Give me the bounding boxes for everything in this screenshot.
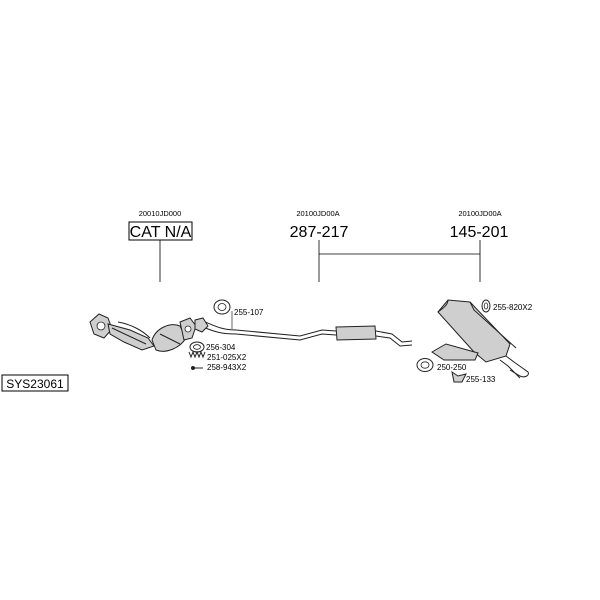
system-code-box <box>1 374 69 392</box>
oem-number-2: 20100JD00A <box>296 209 339 218</box>
part-label-rear-gasket: 250-250 <box>437 363 467 372</box>
part-number-cat[interactable]: CAT N/A <box>130 224 192 241</box>
oem-number-3: 20100JD00A <box>458 209 501 218</box>
part-number-middle[interactable]: 287-217 <box>290 224 349 241</box>
part-label-bolts: 258-943X2 <box>207 363 247 372</box>
part-label-front-gasket: 255-107 <box>234 308 264 317</box>
part-number-rear[interactable]: 145-201 <box>450 224 509 241</box>
front-gasket-icon[interactable] <box>213 299 231 315</box>
oem-number-1: 20010JD000 <box>139 209 182 218</box>
part-label-springs: 251-025X2 <box>207 353 247 362</box>
rear-gasket-icon[interactable] <box>416 358 434 372</box>
middle-pipe-icon[interactable] <box>194 317 413 347</box>
gasket-ring-icon[interactable] <box>189 341 205 353</box>
catalytic-converter-icon[interactable] <box>89 313 197 352</box>
part-label-rubber-mounts: 255-820X2 <box>493 303 533 312</box>
system-code: SYS23061 <box>6 377 64 391</box>
rubber-mount-icon[interactable] <box>481 299 491 313</box>
bolt-icon[interactable] <box>191 366 203 370</box>
rear-mount-icon[interactable] <box>451 370 467 383</box>
part-label-rear-mount: 255-133 <box>466 375 496 384</box>
cat-part-box <box>128 221 193 241</box>
part-label-cat-gasket: 256-304 <box>206 343 236 352</box>
rear-silencer-icon[interactable] <box>431 299 529 379</box>
spring-icon[interactable] <box>188 350 206 359</box>
